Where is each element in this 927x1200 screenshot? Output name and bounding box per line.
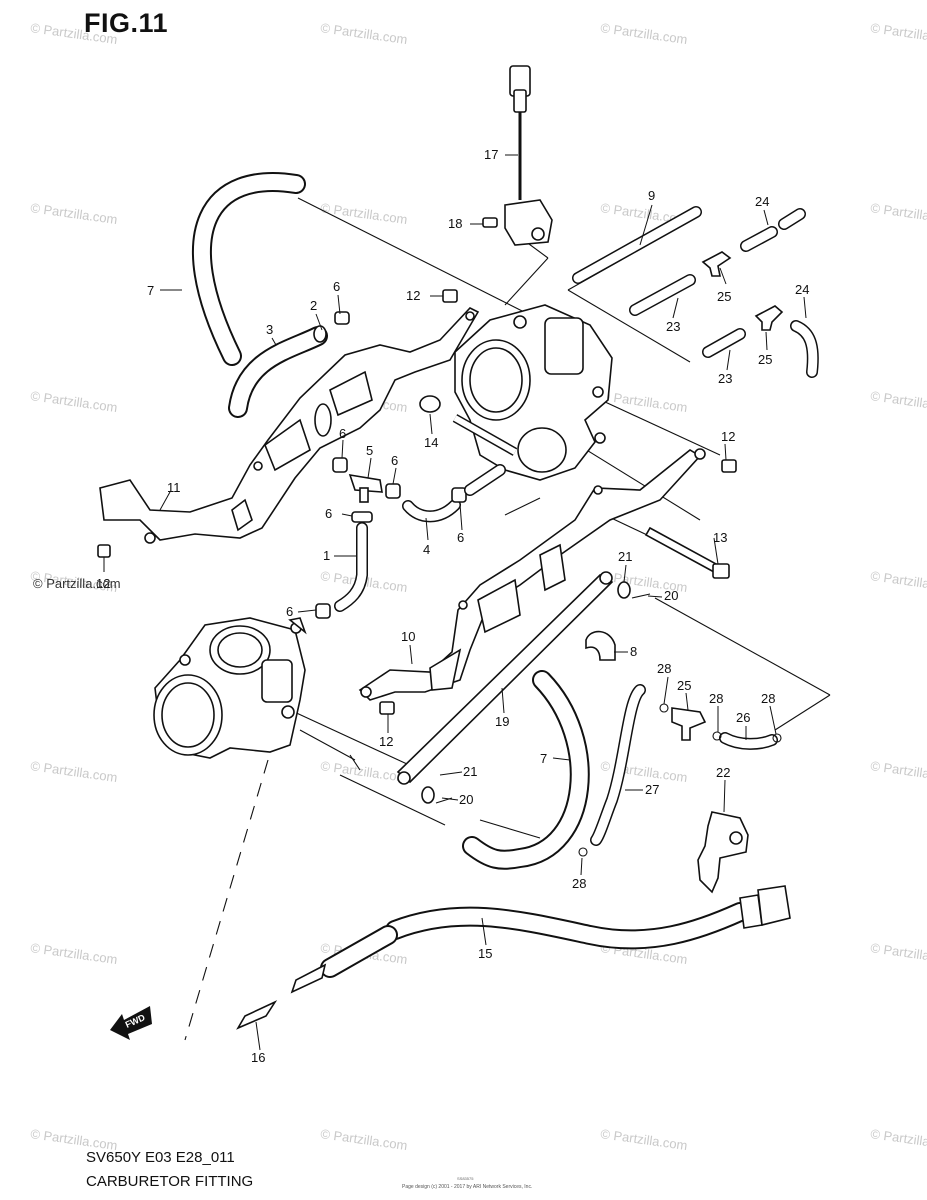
model-code: SV650Y E03 E28_011 [86,1149,235,1166]
watermark-text: © Partzilla.com [320,20,409,47]
watermark-text: © Partzilla.com [870,1126,927,1153]
callout-23: 23 [666,319,680,334]
hose-7-lower [462,670,590,870]
callout-5: 5 [366,443,373,458]
watermark-text: © Partzilla.com [30,20,119,47]
callout-12: 12 [379,734,393,749]
callout-28: 28 [761,691,775,706]
callout-10: 10 [401,629,415,644]
callout-6: 6 [391,453,398,468]
watermark-text: © Partzilla.com [320,200,409,227]
bolt-13 [644,526,730,579]
carburetor-left [153,617,307,759]
watermark-text: © Partzilla.com [320,758,409,785]
callout-12: 12 [96,576,110,591]
callout-14: 14 [424,435,438,450]
vent-tubes [572,206,819,378]
clamp-8 [585,630,616,661]
watermark-text: © Partzilla.com [870,940,927,967]
figure-name: CARBURETOR FITTING [86,1173,254,1190]
watermark-text: © Partzilla.com [30,758,119,785]
callout-13: 13 [713,530,727,545]
callout-28: 28 [572,876,586,891]
callout-21: 21 [463,764,477,779]
callout-8: 8 [630,644,637,659]
hose-27 [590,684,646,846]
callout-2: 2 [310,298,317,313]
callout-6: 6 [457,530,464,545]
figure-title: FIG.11 [84,8,169,38]
callout-24: 24 [755,194,769,209]
callout-12: 12 [406,288,420,303]
fittings-center [315,395,518,619]
callout-25: 25 [717,289,731,304]
fitting-25-lower [578,703,782,857]
washers [421,581,651,804]
callout-25: 25 [758,352,772,367]
cable-15 [236,885,791,1030]
watermark-text: © Partzilla.com [870,388,927,415]
carburetor-right [454,304,613,481]
callout-21: 21 [618,549,632,564]
callout-28: 28 [709,691,723,706]
throttle-sensor [482,65,553,246]
watermark-text: © Partzilla.com [600,20,689,47]
callout-20: 20 [459,792,473,807]
callout-9: 9 [648,188,655,203]
watermark-text: © Partzilla.com [870,200,927,227]
watermark-text: © Partzilla.com [320,1126,409,1153]
callout-labels: 17 18 9 24 24 7 6 2 3 12 25 23 25 23 6 5… [96,147,809,1065]
rod-19 [396,571,614,785]
callout-25: 25 [677,678,691,693]
callout-22: 22 [716,765,730,780]
callout-7: 7 [540,751,547,766]
watermark-text: © Partzilla.com [600,388,689,415]
callout-4: 4 [423,542,430,557]
watermark-text: © Partzilla.com [870,568,927,595]
watermark-prominent: © Partzilla.com [33,576,121,591]
callout-12: 12 [721,429,735,444]
callout-23: 23 [718,371,732,386]
watermark-text: © Partzilla.com [30,200,119,227]
bracket-10 [358,448,706,701]
callout-28: 28 [657,661,671,676]
bracket-22 [697,811,749,894]
callout-15: 15 [478,946,492,961]
credit-text: Page design (c) 2001 - 2017 by ARI Netwo… [402,1184,533,1190]
callout-11: 11 [167,480,181,495]
callout-6: 6 [325,506,332,521]
callout-6: 6 [339,426,346,441]
callout-16: 16 [251,1050,265,1065]
watermark-text: © Partzilla.com [870,758,927,785]
callout-26: 26 [736,710,750,725]
callout-leaders [103,154,807,1051]
hose-3 [228,311,350,418]
fwd-arrow-icon: FWD [110,1006,152,1040]
bracket-11 [97,307,480,558]
watermark-text: © Partzilla.com [870,20,927,47]
credit-code: SS83575 [457,1176,474,1181]
callout-19: 19 [495,714,509,729]
callout-3: 3 [266,322,273,337]
hose-7-upper [191,172,306,366]
callout-1: 1 [323,548,330,563]
callout-17: 17 [484,147,498,162]
watermark-text: © Partzilla.com [30,940,119,967]
callout-20: 20 [664,588,678,603]
callout-6: 6 [333,279,340,294]
callout-7: 7 [147,283,154,298]
callout-18: 18 [448,216,462,231]
callout-27: 27 [645,782,659,797]
watermark-text: © Partzilla.com [30,388,119,415]
callout-6: 6 [286,604,293,619]
watermark-text: © Partzilla.com [600,1126,689,1153]
callout-24: 24 [795,282,809,297]
